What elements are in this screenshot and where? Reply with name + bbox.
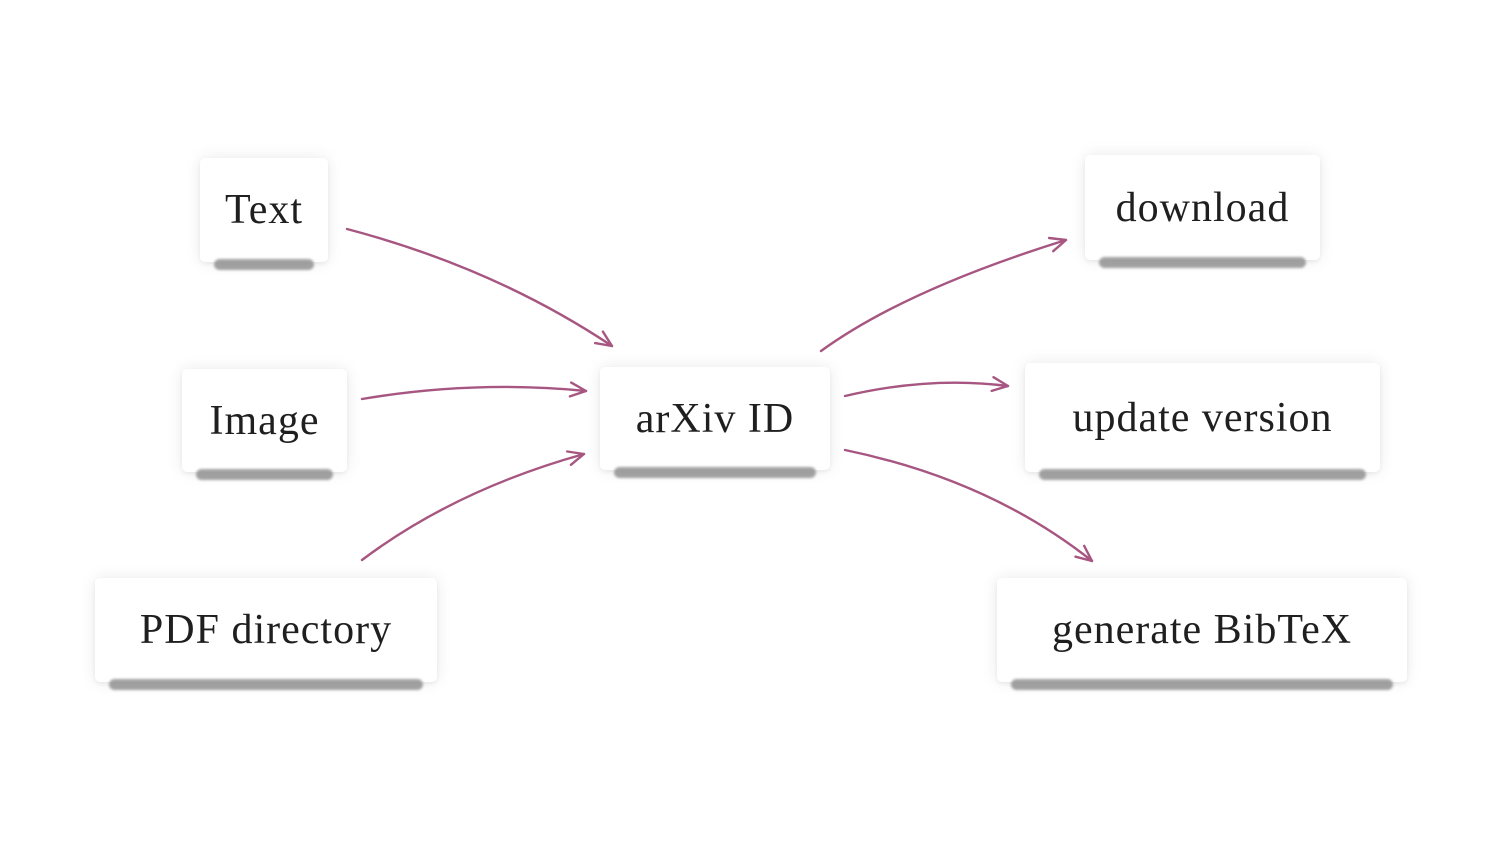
node-pdf-directory: PDF directory [95, 578, 437, 682]
edge-arxiv-id-to-update-version [843, 381, 1010, 398]
node-arxiv-id: arXiv ID [600, 367, 830, 470]
arrowhead-arxiv-id-to-update-version [990, 376, 1010, 393]
node-image-label: Image [209, 397, 320, 444]
arrowhead-pdf-directory-to-arxiv-id [566, 450, 586, 466]
node-generate-bibtex-label: generate BibTeX [1051, 607, 1353, 653]
node-download: download [1085, 155, 1320, 260]
node-generate-bibtex: generate BibTeX [997, 578, 1407, 682]
node-text-label: Text [224, 187, 304, 233]
arrowhead-arxiv-id-to-generate-bibtex [1074, 544, 1094, 563]
arrowhead-arxiv-id-to-download [1047, 236, 1068, 253]
node-text: Text [200, 158, 328, 262]
edge-pdf-directory-to-arxiv-id [360, 452, 586, 562]
arrowhead-text-to-arxiv-id [594, 330, 614, 348]
node-pdf-directory-label: PDF directory [139, 607, 393, 653]
node-download-label: download [1115, 184, 1290, 231]
edge-arxiv-id-to-download [819, 238, 1068, 353]
arrowhead-image-to-arxiv-id [568, 381, 588, 398]
node-update-version-label: update version [1072, 394, 1333, 441]
node-image: Image [182, 369, 347, 472]
node-update-version: update version [1025, 363, 1380, 472]
edge-image-to-arxiv-id [360, 385, 588, 401]
node-arxiv-id-label: arXiv ID [635, 395, 795, 442]
edge-text-to-arxiv-id [345, 227, 614, 348]
